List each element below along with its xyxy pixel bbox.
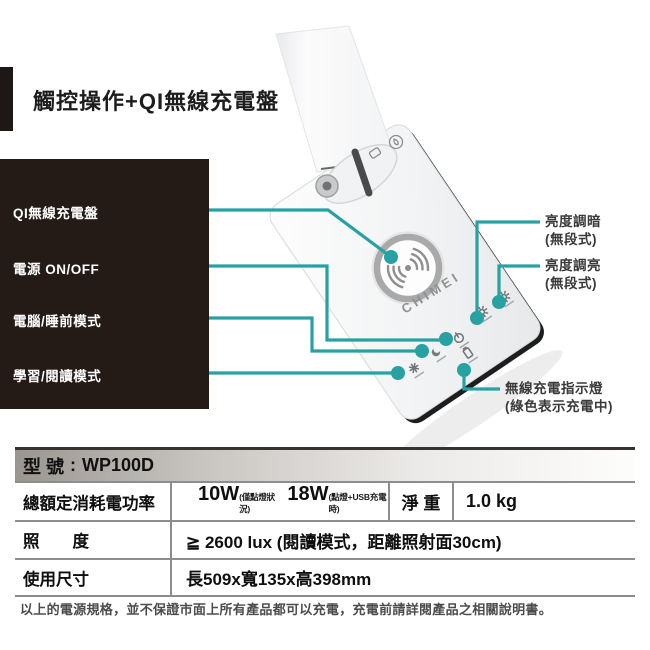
spec-table: 型 號 : WP100D 總額定消耗電功率 10W (僅點燈狀況) 18W (點… bbox=[15, 447, 635, 597]
spec-power-row: 總額定消耗電功率 10W (僅點燈狀況) 18W (點燈+USB充電時) 淨 重… bbox=[15, 481, 635, 520]
lux-value: ≧ 2600 lux (閱讀模式，距離照射面30cm) bbox=[170, 522, 635, 558]
power-10w-note: (僅點燈狀況) bbox=[239, 492, 275, 514]
label-qi-pad: QI無線充電盤 bbox=[13, 206, 99, 221]
callout-charge-note: (綠色表示充電中) bbox=[505, 399, 613, 414]
certification-marks bbox=[368, 134, 404, 159]
charge-indicator-icon bbox=[462, 346, 479, 364]
disclaimer-note: 以上的電源規格，並不保證市面上所有產品都可以充電，充電前請詳閱產品之相關說明書。 bbox=[20, 602, 553, 617]
dot-power bbox=[439, 332, 453, 346]
callout-charge-label: 無線充電指示燈 bbox=[505, 381, 603, 396]
power-18w: 18W bbox=[287, 483, 329, 505]
model-separator: : bbox=[70, 455, 77, 475]
spec-size-row: 使用尺寸 長509x寬135x高398mm bbox=[15, 558, 635, 597]
dot-qi-pad bbox=[384, 250, 398, 264]
power-values: 10W (僅點燈狀況) 18W (點燈+USB充電時) bbox=[170, 483, 388, 520]
lux-label: 照 度 bbox=[23, 533, 89, 551]
label-reading-mode: 學習/閱讀模式 bbox=[13, 369, 102, 384]
power-10w: 10W bbox=[198, 483, 240, 505]
connector-power bbox=[108, 264, 446, 342]
connector-dim bbox=[475, 220, 540, 318]
power-label: 總額定消耗電功率 bbox=[23, 494, 155, 513]
base-shadow bbox=[387, 349, 563, 471]
sleep-mode-icon bbox=[431, 346, 447, 363]
dot-charge-indicator bbox=[457, 363, 471, 377]
reading-mode-icon bbox=[408, 362, 425, 379]
callout-brighten-label: 亮度調亮 bbox=[545, 258, 601, 273]
dot-brighten bbox=[492, 295, 506, 309]
callout-dim: 亮度調暗 (無段式) bbox=[545, 213, 601, 249]
model-label: 型 號 bbox=[23, 456, 65, 477]
connector-sleep-mode bbox=[114, 316, 422, 353]
model-value: WP100D bbox=[82, 455, 155, 475]
callout-dim-label: 亮度調暗 bbox=[545, 214, 601, 229]
title-accent-block bbox=[0, 67, 13, 131]
label-power: 電源 ON/OFF bbox=[13, 262, 100, 277]
dot-reading-mode bbox=[391, 366, 405, 380]
hinge bbox=[315, 144, 398, 204]
power-18w-note: (點燈+USB充電時) bbox=[328, 492, 387, 514]
callout-charge-indicator: 無線充電指示燈 (綠色表示充電中) bbox=[505, 380, 613, 416]
dot-sleep-mode bbox=[415, 344, 429, 358]
label-sleep-mode: 電腦/睡前模式 bbox=[13, 314, 102, 329]
callout-brighten: 亮度調亮 (無段式) bbox=[545, 257, 601, 293]
callout-brighten-note: (無段式) bbox=[545, 276, 597, 291]
feature-panel: QI無線充電盤 電源 ON/OFF 電腦/睡前模式 學習/閱讀模式 bbox=[0, 159, 209, 409]
charging-wave-icon bbox=[386, 246, 430, 290]
power-icon bbox=[453, 332, 470, 349]
weight-value: 1.0 kg bbox=[452, 483, 635, 520]
lamp-arm bbox=[275, 25, 398, 173]
callout-dim-note: (無段式) bbox=[545, 232, 597, 247]
dot-dim bbox=[470, 311, 484, 325]
size-label: 使用尺寸 bbox=[23, 570, 89, 589]
connector-brighten bbox=[497, 264, 540, 302]
weight-label: 淨 重 bbox=[388, 483, 452, 520]
spec-model-row: 型 號 : WP100D bbox=[15, 450, 635, 481]
size-value: 長509x寬135x高398mm bbox=[170, 560, 635, 595]
page-title: 觸控操作+QI無線充電盤 bbox=[33, 89, 280, 114]
spec-lux-row: 照 度 ≧ 2600 lux (閱讀模式，距離照射面30cm) bbox=[15, 520, 635, 558]
